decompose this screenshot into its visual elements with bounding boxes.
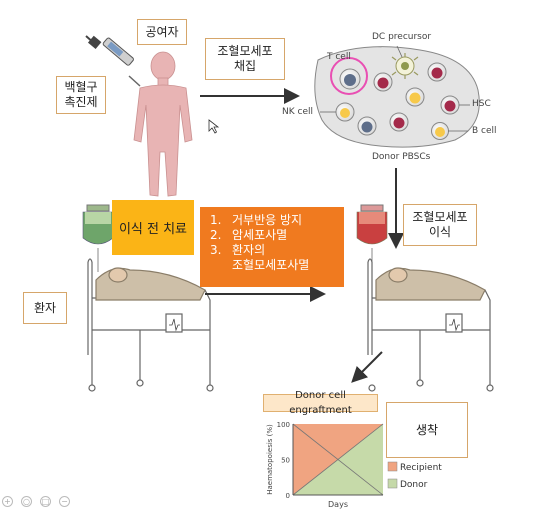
legend-swatch-donor <box>387 478 398 489</box>
pbsc-cluster <box>314 45 480 148</box>
iv-bag-icon <box>356 204 388 272</box>
series-line-donor <box>292 423 384 496</box>
b-cell-label: B cell <box>472 126 497 136</box>
donor-label: 공여자 <box>137 19 187 45</box>
engraftment-chart-title: Donor cell engraftment <box>263 390 378 416</box>
y-tick-label: 100 <box>277 421 290 429</box>
zoom-out-icon[interactable]: − <box>59 496 70 507</box>
goal-item: 2. 암세포사멸 <box>210 228 288 242</box>
transplant-label: 조혈모세포 이식 <box>403 204 477 246</box>
iv-bag-icon <box>82 204 114 272</box>
legend-swatch-recipient <box>387 461 398 472</box>
hospital-bed-icon <box>367 258 494 392</box>
t-cell-label: T cell <box>327 52 351 62</box>
goal-item: 3. 환자의 조혈모세포사멸 <box>210 243 310 272</box>
syringe-icon <box>85 35 141 87</box>
hospital-bed-icon <box>87 258 214 392</box>
patient-label: 환자 <box>23 292 67 324</box>
treatment-goals-box: 1. 거부반응 방지 2. 암세포사멸 3. 환자의 조혈모세포사멸 <box>200 207 344 287</box>
collection-label: 조혈모세포 채집 <box>205 38 285 80</box>
cursor-icon <box>208 119 220 134</box>
x-axis-label: Days <box>328 500 348 509</box>
dc-precursor-label: DC precursor <box>372 32 432 42</box>
human-figure-icon <box>133 51 193 197</box>
y-tick-label: 0 <box>286 492 290 500</box>
y-tick-label: 50 <box>281 457 290 465</box>
hsc-label: HSC <box>472 99 491 109</box>
leukocyte-mobilizer-label: 백혈구 촉진제 <box>56 76 106 114</box>
zoom-fit-icon[interactable]: □ <box>40 496 51 507</box>
zoom-in-icon[interactable]: + <box>2 496 13 507</box>
nk-cell-label: NK cell <box>282 107 313 117</box>
legend-label-donor: Donor <box>400 480 428 490</box>
engraftment-result-label: 생착 <box>386 402 468 458</box>
zoom-reset-icon[interactable]: ○ <box>21 496 32 507</box>
donor-pbscs-label: Donor PBSCs <box>372 152 431 162</box>
y-axis-label: Haematopoiesis (%) <box>266 424 274 495</box>
legend-label-recipient: Recipient <box>400 463 442 473</box>
goal-item: 1. 거부반응 방지 <box>210 213 303 227</box>
pre-treatment-label: 이식 전 치료 <box>112 200 194 255</box>
